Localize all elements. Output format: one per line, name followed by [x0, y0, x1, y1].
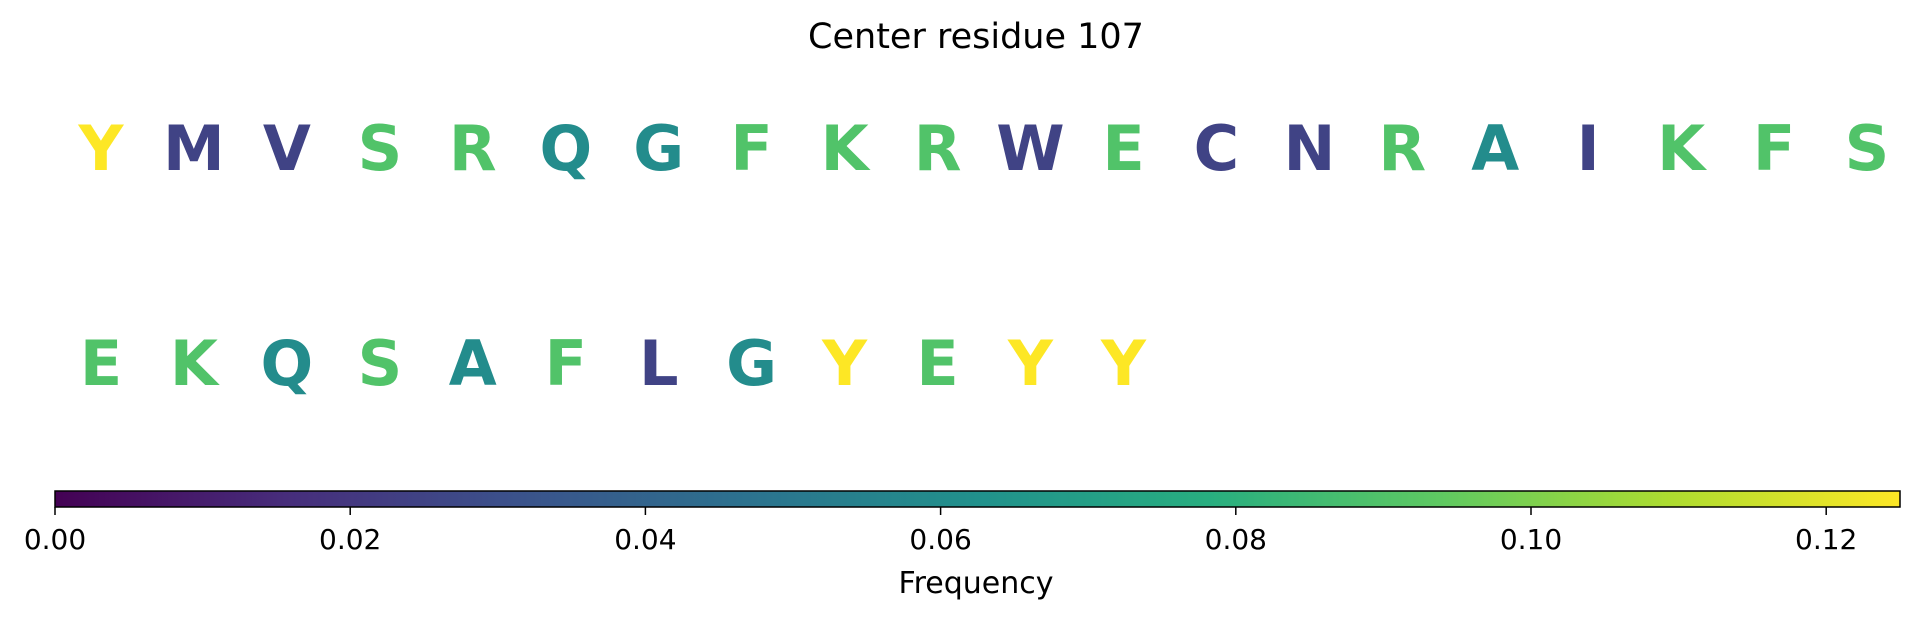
residue-letter: R [449, 112, 497, 185]
residue-letter: K [1657, 112, 1707, 185]
residue-letter: S [358, 327, 403, 400]
residue-letter: Y [1100, 327, 1147, 400]
residue-letter: Q [539, 112, 592, 185]
residue-letter: K [170, 327, 220, 400]
colorbar-tick-label: 0.06 [909, 523, 971, 556]
residue-letter: R [1378, 112, 1426, 185]
residue-letter: G [633, 112, 684, 185]
colorbar-tick-label: 0.10 [1500, 523, 1562, 556]
residue-letter: E [916, 327, 958, 400]
residue-letter: S [1845, 112, 1890, 185]
residue-letter: E [1102, 112, 1144, 185]
residue-letter: A [1471, 112, 1519, 185]
colorbar-tick-label: 0.04 [614, 523, 676, 556]
residue-letter: W [996, 112, 1064, 185]
residue-letter: C [1194, 112, 1240, 185]
colorbar: 0.00 0.02 0.04 0.06 0.08 0.10 0.12 Frequency [24, 490, 1901, 601]
colorbar-gradient [54, 490, 1901, 508]
residue-letter: F [1753, 112, 1795, 185]
colorbar-tick-label: 0.08 [1205, 523, 1267, 556]
residue-letter: Q [261, 327, 314, 400]
residue-letter: R [914, 112, 962, 185]
residue-letter: A [449, 327, 497, 400]
residue-letter: S [358, 112, 403, 185]
colorbar-tick-label: 0.12 [1795, 523, 1857, 556]
residue-letter: Y [78, 112, 125, 185]
residue-letter: K [821, 112, 871, 185]
colorbar-tick-label: 0.00 [24, 523, 86, 556]
colorbar-tick-label: 0.02 [319, 523, 381, 556]
residue-letter: M [163, 112, 225, 185]
residue-letter: Y [821, 327, 868, 400]
residue-letter: G [726, 327, 777, 400]
residue-letter: L [639, 327, 679, 400]
chart-title: Center residue 107 [808, 17, 1144, 57]
colorbar-label: Frequency [899, 566, 1054, 601]
residue-letter: E [80, 327, 122, 400]
colorbar-ticks: 0.00 0.02 0.04 0.06 0.08 0.10 0.12 [24, 507, 1857, 556]
residue-letter: N [1283, 112, 1335, 185]
residue-letter: Y [1007, 327, 1054, 400]
residue-letter: I [1577, 112, 1600, 185]
residue-letter: V [263, 112, 311, 185]
residue-letter: F [730, 112, 772, 185]
residue-letter: F [545, 327, 587, 400]
